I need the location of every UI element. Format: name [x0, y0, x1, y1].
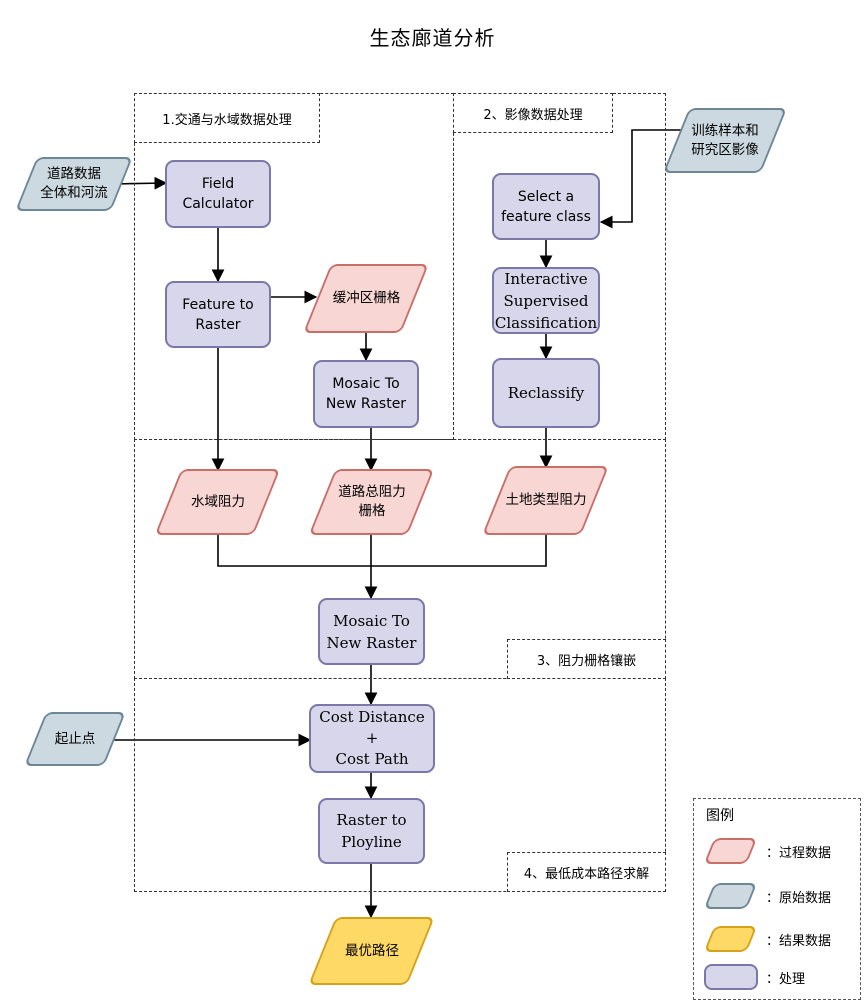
section-1-label: 1.交通与水域数据处理: [134, 93, 320, 143]
process-reclassify[interactable]: Reclassify: [492, 358, 600, 428]
process-feature-to-raster-label: Feature to Raster: [182, 296, 254, 333]
legend-row-result-data: ：结果数据: [704, 924, 854, 954]
process-mosaic-2-label: Mosaic To New Raster: [326, 611, 417, 652]
process-data-land-resistance: 土地类型阻力: [482, 466, 610, 535]
process-raster-to-polyline-label: Raster to Ployline: [336, 811, 407, 851]
process-data-water-resistance-label: 水域阻力: [191, 493, 245, 510]
process-cost-label: Cost Distance + Cost Path: [319, 708, 425, 768]
legend-label-process: ：处理: [766, 972, 806, 987]
process-mosaic-to-new-raster-1[interactable]: Mosaic To New Raster: [313, 360, 419, 428]
process-select-feature-class[interactable]: Select a feature class: [492, 173, 600, 240]
raw-data-road-river: 道路数据 全体和河流: [14, 157, 134, 211]
section-2-label: 2、影像数据处理: [453, 93, 613, 133]
process-data-buffer-raster: 缓冲区栅格: [303, 264, 430, 333]
legend-swatch-process-data: [704, 838, 758, 864]
process-mosaic-to-new-raster-2[interactable]: Mosaic To New Raster: [318, 598, 425, 665]
process-data-buffer-raster-label: 缓冲区栅格: [332, 290, 401, 306]
process-field-calculator-label: Field Calculator: [182, 176, 254, 212]
region-section-4: [134, 678, 666, 892]
result-data-optimal-path: 最优路径: [308, 917, 436, 985]
legend-swatch-result-data: [704, 926, 758, 952]
result-data-optimal-path-label: 最优路径: [345, 942, 399, 959]
raw-data-road-river-label: 道路数据 全体和河流: [40, 166, 108, 201]
legend-swatch-raw-data: [704, 883, 758, 909]
raw-data-train-sample: 训练样本和 研究区影像: [663, 108, 787, 173]
section-3-label: 3、阻力栅格镶嵌: [507, 639, 666, 679]
process-raster-to-polyline[interactable]: Raster to Ployline: [318, 798, 425, 864]
process-data-land-resistance-label: 土地类型阻力: [505, 492, 587, 508]
process-data-road-resistance-label: 道路总阻力 栅格: [338, 484, 406, 519]
raw-data-start-end-label: 起止点: [54, 730, 96, 747]
process-isc-label: Interactive Supervised Classification: [494, 269, 598, 332]
edge-merge-line: [217, 535, 547, 567]
process-interactive-supervised-classification[interactable]: Interactive Supervised Classification: [492, 267, 600, 334]
process-field-calculator[interactable]: Field Calculator: [165, 160, 271, 228]
parallelogram-shape: [704, 883, 758, 909]
legend-swatch-process: [704, 964, 758, 990]
legend-row-process-data: ：过程数据: [704, 836, 854, 866]
process-select-feature-class-label: Select a feature class: [501, 188, 591, 225]
process-cost-distance-path[interactable]: Cost Distance + Cost Path: [309, 704, 435, 773]
legend-title: 图例: [706, 808, 734, 824]
section-4-label: 4、最低成本路径求解: [507, 852, 666, 892]
edge-train-to-select: [599, 129, 686, 229]
legend-label-raw-data: ：原始数据: [766, 891, 832, 906]
raw-data-train-sample-label: 训练样本和 研究区影像: [691, 122, 759, 158]
legend: 图例 ：过程数据 ：原始数据 ：结果数据 ：处理: [693, 798, 861, 1000]
parallelogram-shape: [704, 838, 758, 864]
legend-label-process-data: ：过程数据: [766, 846, 832, 861]
raw-data-start-end: 起止点: [24, 712, 126, 766]
process-feature-to-raster[interactable]: Feature to Raster: [165, 281, 271, 348]
process-mosaic-1-label: Mosaic To New Raster: [325, 376, 407, 412]
legend-row-process: ：处理: [704, 962, 854, 992]
parallelogram-shape: [704, 926, 758, 952]
legend-label-result-data: ：结果数据: [766, 934, 832, 949]
diagram-title: 生态廊道分析: [369, 26, 496, 50]
process-reclassify-label: Reclassify: [507, 384, 585, 402]
legend-row-raw-data: ：原始数据: [704, 881, 854, 911]
process-data-road-resistance: 道路总阻力 栅格: [309, 469, 435, 535]
process-data-water-resistance: 水域阻力: [155, 469, 281, 535]
